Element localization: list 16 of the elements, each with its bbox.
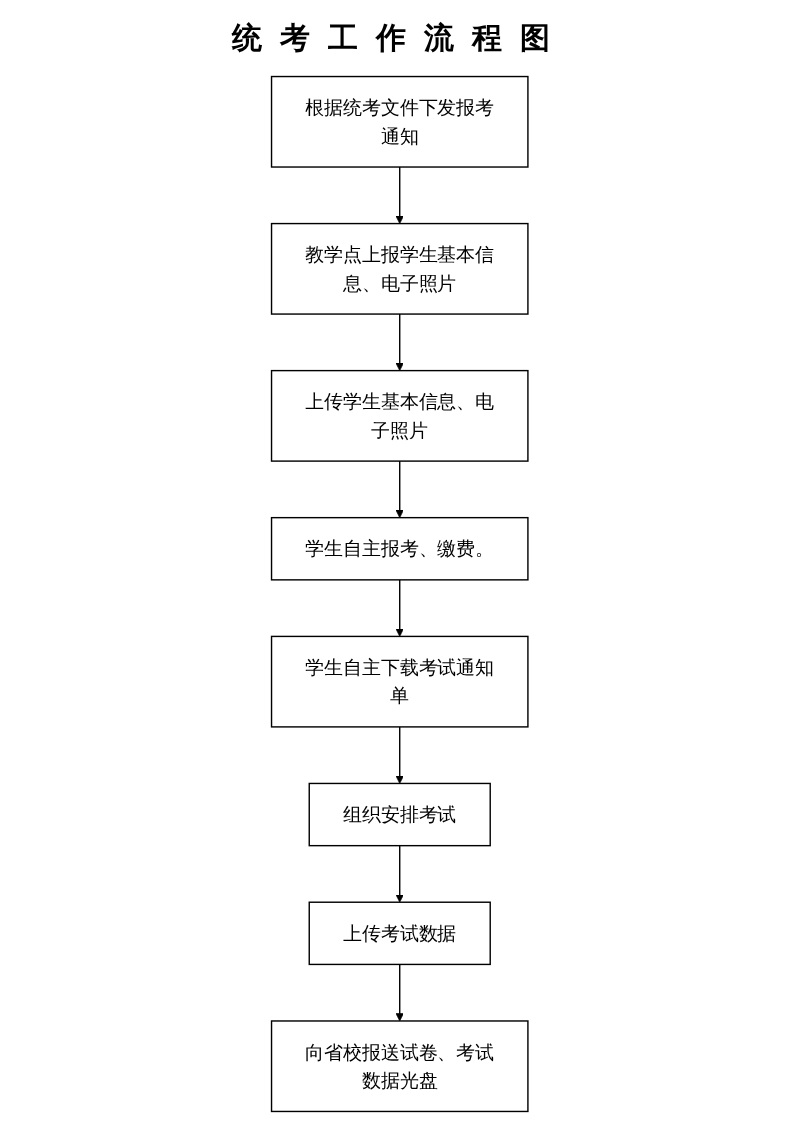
node-box: 根据统考文件下发报考通知 [271, 75, 529, 168]
node-box: 学生自主报考、缴费。 [271, 516, 529, 581]
node-box: 教学点上报学生基本信息、电子照片 [271, 222, 529, 315]
arrow [395, 963, 405, 1022]
arrow [395, 579, 405, 637]
node-box: 组织安排考试 [308, 782, 492, 847]
arrow [395, 166, 405, 224]
node-box: 上传考试数据 [308, 901, 492, 966]
arrow [395, 726, 405, 784]
diagram-title: 统考工作流程图 [230, 19, 569, 57]
node-box: 向省校报送试卷、考试数据光盘 [271, 1020, 529, 1113]
arrow [395, 313, 405, 371]
node-box: 上传学生基本信息、电子照片 [271, 369, 529, 462]
node-box: 学生自主下载考试通知单 [271, 635, 529, 728]
arrow [395, 460, 405, 519]
arrow [395, 844, 405, 903]
